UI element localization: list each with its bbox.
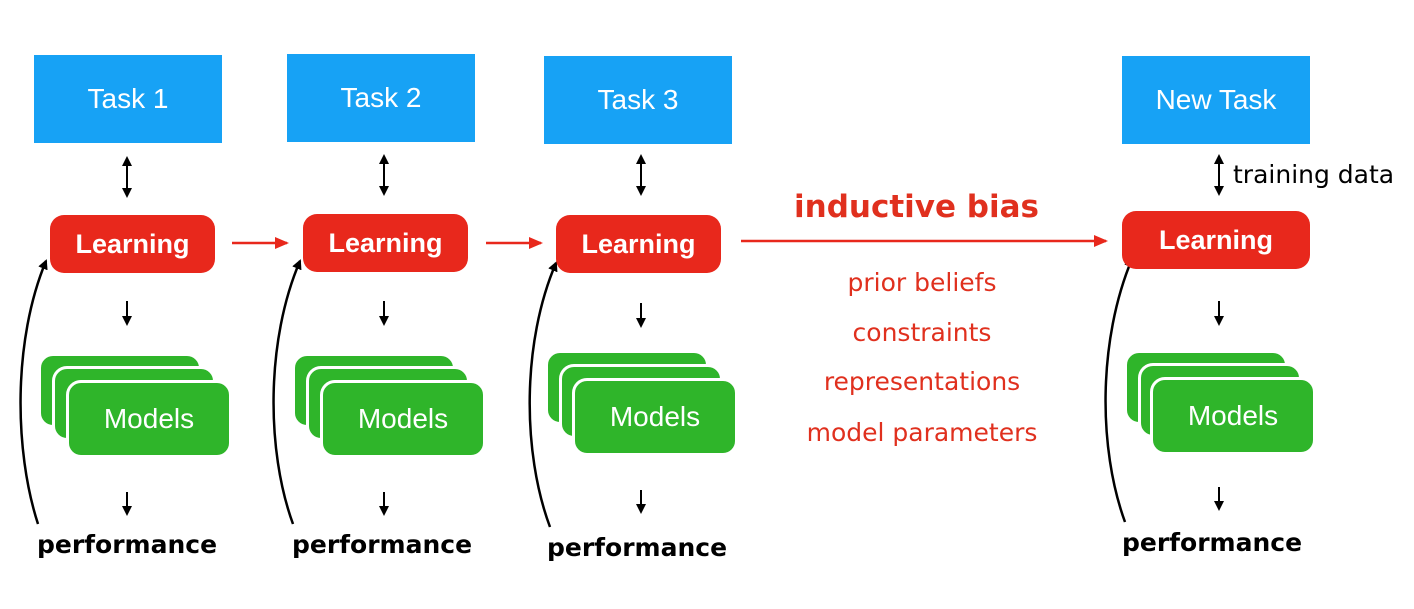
training-data-label: training data	[1233, 160, 1395, 189]
transfer-item-4: model parameters	[806, 418, 1038, 447]
new-task-box: New Task	[1122, 56, 1310, 144]
models-box-4: Models	[1150, 377, 1316, 455]
models-box-2: Models	[320, 380, 486, 458]
learning-box-3: Learning	[556, 215, 721, 273]
performance-label-1: performance	[37, 530, 218, 559]
performance-label-2: performance	[292, 530, 473, 559]
feedback-curve-2	[272, 259, 302, 525]
performance-label-4: performance	[1122, 528, 1303, 557]
models-box-1: Models	[66, 380, 232, 458]
learning-box-1: Learning	[50, 215, 215, 273]
task-3-box: Task 3	[544, 56, 732, 144]
task-1-box: Task 1	[34, 55, 222, 143]
transfer-item-3: representations	[823, 367, 1021, 396]
models-box-3: Models	[572, 378, 738, 456]
task-2-box: Task 2	[287, 54, 475, 142]
learning-box-2: Learning	[303, 214, 468, 272]
feedback-curve-1	[19, 259, 48, 525]
learning-box-4: Learning	[1122, 211, 1310, 269]
inductive-bias-title: inductive bias	[794, 189, 1039, 225]
feedback-curve-3	[528, 261, 558, 528]
feedback-curve-4	[1104, 257, 1134, 523]
transfer-item-1: prior beliefs	[847, 268, 997, 297]
transfer-item-2: constraints	[852, 318, 992, 347]
performance-label-3: performance	[547, 533, 728, 562]
